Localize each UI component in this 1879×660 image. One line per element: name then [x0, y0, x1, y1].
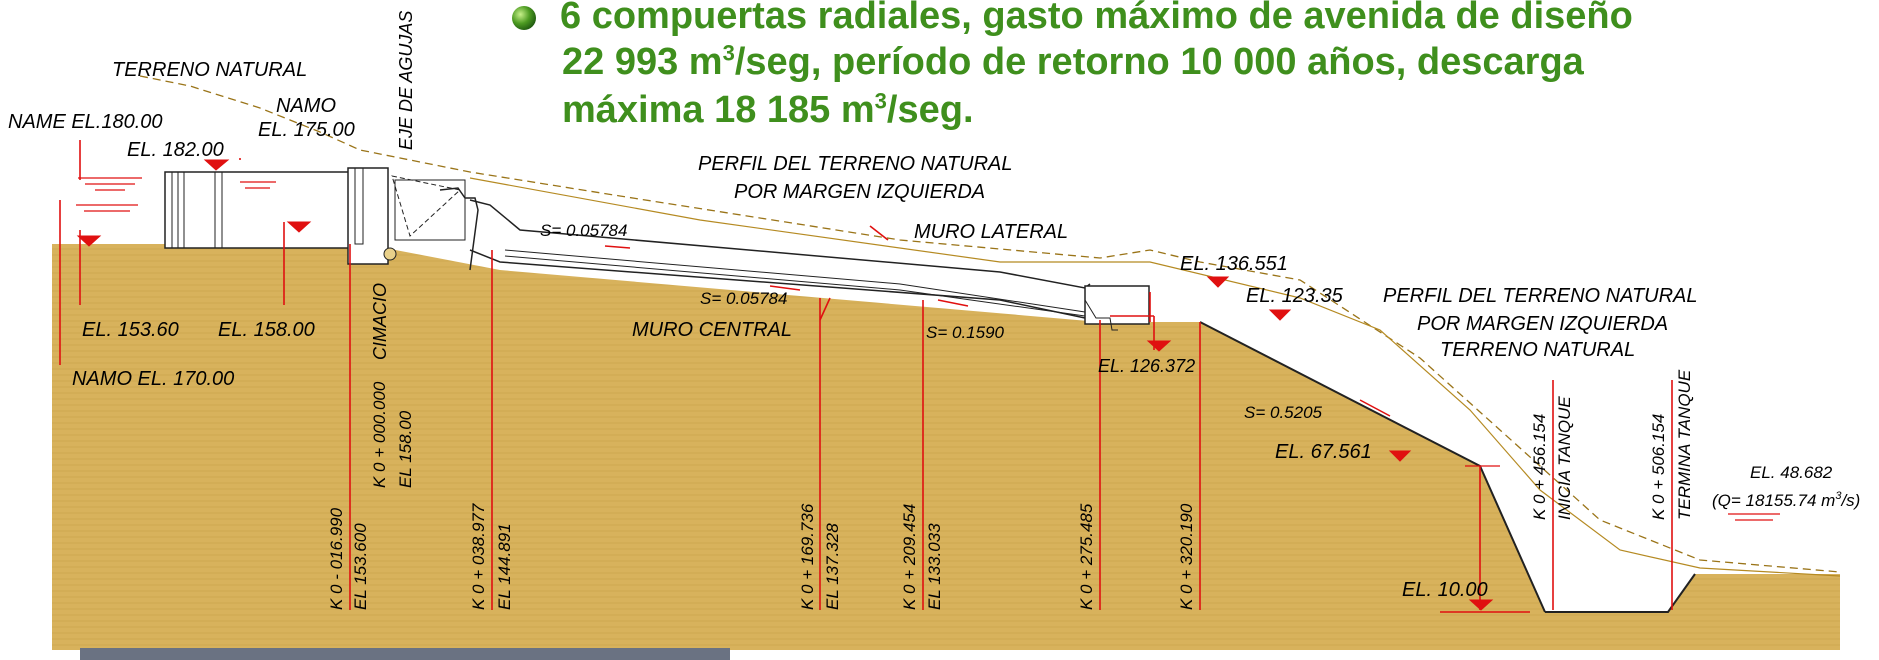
radial-gate [391, 175, 462, 237]
water-level-markers [76, 159, 1494, 611]
label-el-153: EL. 153.60 [82, 319, 179, 341]
label-terreno-natural-top: TERRENO NATURAL [112, 59, 307, 81]
station-k: K 0 + 506.154 [1649, 414, 1668, 520]
label-perfil-1b: POR MARGEN IZQUIERDA [734, 181, 985, 203]
label-el-158: EL. 158.00 [218, 319, 315, 341]
label-el-48: EL. 48.682 [1750, 463, 1833, 482]
label-slope-3: S= 0.1590 [926, 323, 1005, 342]
station-el: TERMINA TANQUE [1675, 369, 1694, 520]
station-el: INICIA TANQUE [1555, 396, 1574, 520]
water-level-hatches [76, 177, 1780, 521]
headline-line-2: 22 993 m3/seg, período de retorno 10 000… [562, 40, 1584, 83]
headline-line-1: 6 compuertas radiales, gasto máximo de a… [560, 0, 1633, 37]
chute-end-structure [1084, 285, 1150, 325]
station-el: EL 144.891 [495, 523, 514, 610]
approach-channel [164, 171, 366, 249]
label-muro-lateral: MURO LATERAL [914, 221, 1068, 243]
label-perfil-1a: PERFIL DEL TERRENO NATURAL [698, 153, 1013, 175]
label-terreno-natural-2: TERRENO NATURAL [1440, 339, 1635, 361]
bottom-strip [80, 648, 730, 660]
elevation-leaders [59, 140, 1673, 613]
station-k: K 0 + 275.485 [1077, 503, 1096, 610]
ground-fill [52, 244, 1840, 650]
label-slope-2: S= 0.05784 [700, 289, 787, 308]
left-margin-terrain-line [469, 177, 1841, 577]
station-el: EL 133.033 [925, 523, 944, 610]
station-el: EL 153.600 [351, 523, 370, 610]
station-k: K 0 + 038.977 [469, 503, 488, 610]
station-el: EL 137.328 [823, 523, 842, 610]
label-muro-central: MURO CENTRAL [632, 319, 792, 341]
label-namo-a: NAMO [276, 95, 336, 117]
label-namo-b: EL. 175.00 [258, 119, 355, 141]
label-el-123: EL. 123.35 [1246, 285, 1344, 307]
label-slope-4: S= 0.5205 [1244, 403, 1323, 422]
station-el: EL 158.00 [396, 410, 415, 488]
station-k: K 0 + 209.454 [900, 504, 919, 610]
station-k: K 0 + 456.154 [1530, 414, 1549, 520]
label-perfil-2b: POR MARGEN IZQUIERDA [1417, 313, 1668, 335]
label-cimacio: CIMACIO [370, 283, 390, 360]
label-el-67: EL. 67.561 [1275, 441, 1372, 463]
header: 6 compuertas radiales, gasto máximo de a… [0, 0, 1879, 140]
green-sphere-bullet-icon [512, 6, 536, 30]
natural-terrain-line [139, 75, 1841, 573]
label-perfil-2a: PERFIL DEL TERRENO NATURAL [1383, 285, 1698, 307]
chute-wall-top [469, 199, 1091, 289]
label-el-126: EL. 126.372 [1098, 356, 1195, 376]
label-el-182: EL. 182.00 [127, 139, 224, 161]
label-name-el: NAME EL.180.00 [8, 111, 163, 133]
label-discharge: (Q= 18155.74 m3/s) [1712, 490, 1860, 510]
label-el-10: EL. 10.00 [1402, 579, 1488, 601]
label-eje-agujas: EJE DE AGUJAS [396, 11, 416, 150]
gate-pier [347, 167, 389, 265]
station-k: K 0 + 320.190 [1177, 503, 1196, 610]
label-el-136: EL. 136.551 [1180, 253, 1288, 275]
station-k: K 0 - 016.990 [327, 507, 346, 610]
label-namo-170: NAMO EL. 170.00 [72, 368, 234, 390]
label-slope-1: S= 0.05784 [540, 221, 627, 240]
headline-line-3: máxima 18 185 m3/seg. [562, 88, 974, 131]
slope-arrows [604, 245, 1391, 417]
station-k: K 0 + 169.736 [798, 503, 817, 610]
station-k: K 0 + 000.000 [370, 381, 389, 488]
